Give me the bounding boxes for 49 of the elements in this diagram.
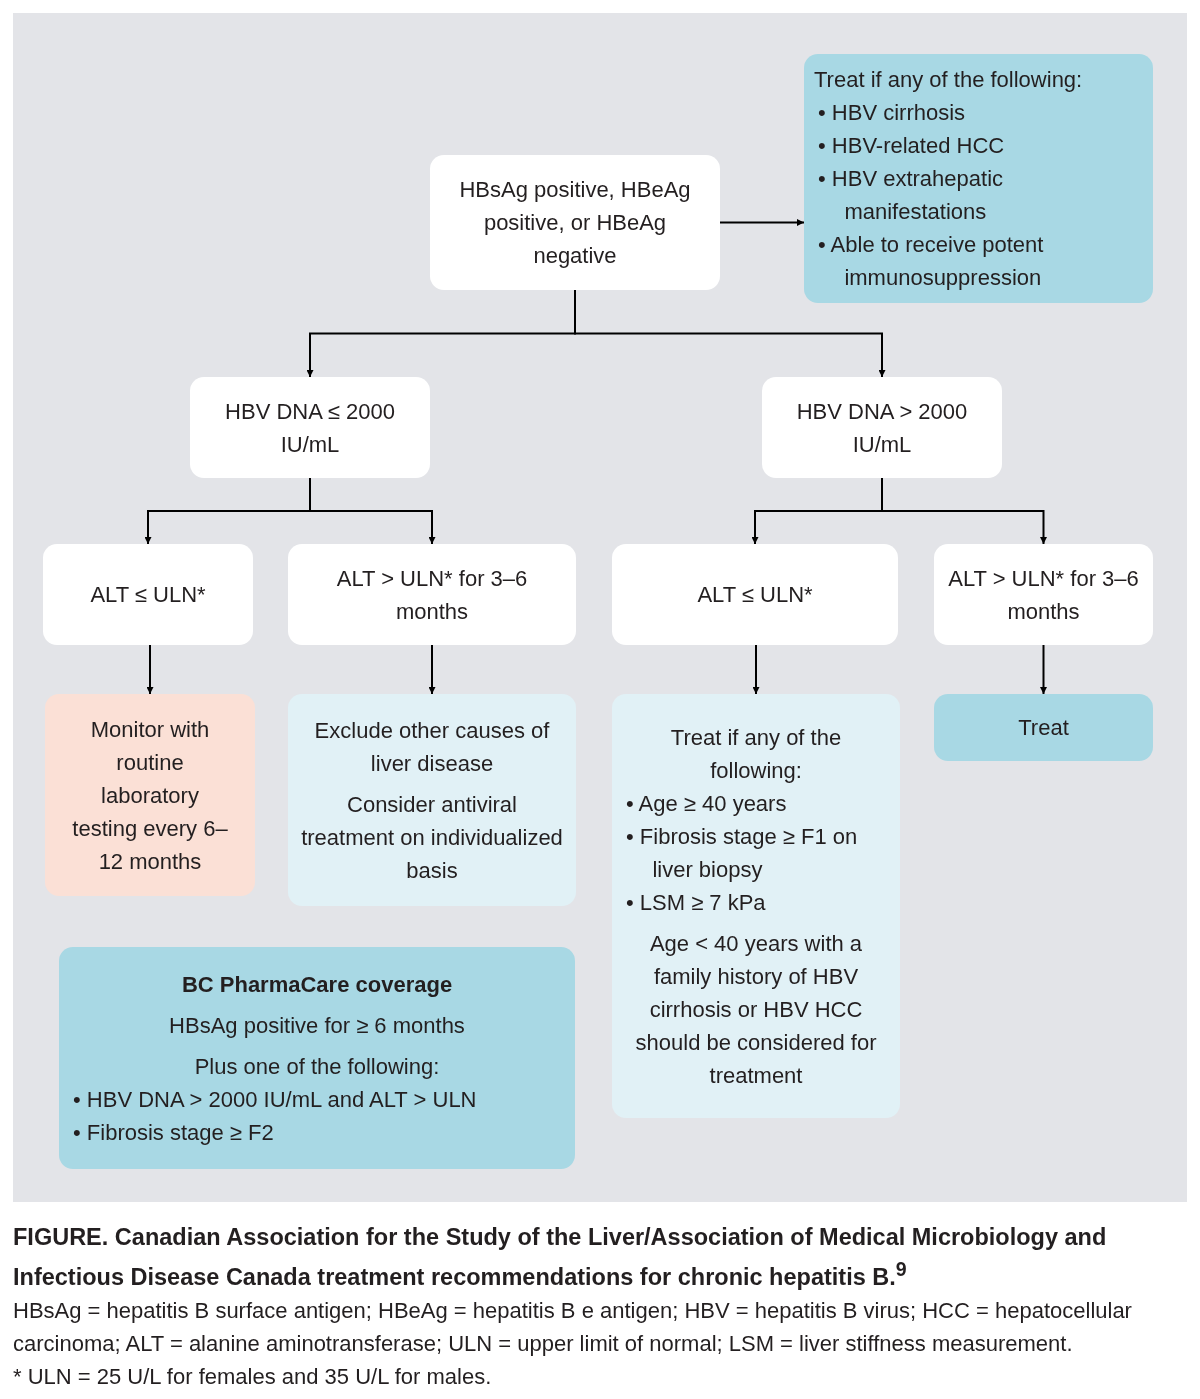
box-text: HBsAg positive, HBeAg positive, or HBeAg negative xyxy=(458,176,692,270)
recommendation-box xyxy=(804,54,1153,303)
box-text: ALT > ULN* for 3–6 months xyxy=(947,564,1140,626)
arrow xyxy=(146,644,154,695)
decision-box xyxy=(288,544,576,645)
recommendation-box xyxy=(612,694,900,1118)
box-text: HBsAg positive for ≥ 6 months xyxy=(168,1011,466,1040)
box-text: HBV DNA ≤ 2000 IU/mL xyxy=(224,397,396,459)
bullet-item: • HBV cirrhosis xyxy=(818,99,967,127)
arrow xyxy=(719,219,805,226)
bullet-item: • Fibrosis stage ≥ F2 xyxy=(73,1118,275,1147)
box-text: Monitor with routine laboratory testing every 6–12 months xyxy=(71,715,229,876)
footnote: * ULN = 25 U/L for females and 35 U/L for males. xyxy=(13,1363,492,1391)
recommendation-box xyxy=(45,694,255,896)
decision-box xyxy=(43,544,253,645)
bullet-item: • HBV DNA > 2000 IU/mL and ALT > ULN xyxy=(73,1085,478,1114)
box-text: ALT > ULN* for 3–6 months xyxy=(335,564,529,626)
box-text: Consider antiviral treatment on individualized basis xyxy=(300,790,564,885)
box-text: Plus one of the following: xyxy=(193,1052,441,1081)
bullet-item: • Able to receive potent immunosuppression xyxy=(818,231,1045,292)
bullet-item: • Age ≥ 40 years xyxy=(626,789,788,818)
arrow xyxy=(428,644,436,695)
recommendation-box xyxy=(934,694,1153,761)
decision-box xyxy=(430,155,720,290)
bullet-item: • LSM ≥ 7 kPa xyxy=(626,888,767,917)
recommendation-box xyxy=(59,947,575,1169)
box-text: Treat xyxy=(1017,714,1070,742)
figure-caption: HBsAg = hepatitis B surface antigen; HBeAg = hepatitis B e antigen; HBV = hepatitis B virus; HCC = hepatocellular carcinoma; ALT = alanine aminotransferase; ULN = upper limit of normal; LSM = liver stiffness measurement. xyxy=(13,1297,1133,1358)
box-text: ALT ≤ ULN* xyxy=(696,581,814,609)
arrow xyxy=(881,477,1047,545)
arrow xyxy=(1040,644,1047,695)
box-text: Treat if any of the following: xyxy=(814,66,1084,94)
box-text: Treat if any of the following: xyxy=(669,723,843,785)
decision-box xyxy=(612,544,898,645)
bullet-item: • HBV extrahepatic manifestations xyxy=(818,165,1004,226)
arrow xyxy=(752,644,760,695)
box-text: HBV DNA > 2000 IU/mL xyxy=(795,397,969,459)
bullet-item: • Fibrosis stage ≥ F1 on liver biopsy xyxy=(626,822,859,884)
decision-box xyxy=(762,377,1002,478)
box-text: ALT ≤ ULN* xyxy=(89,581,207,609)
decision-box xyxy=(190,377,430,478)
decision-box xyxy=(934,544,1153,645)
box-text: Exclude other causes of liver disease xyxy=(313,716,551,778)
arrow xyxy=(309,477,436,545)
recommendation-box xyxy=(288,694,576,906)
box-text: Age < 40 years with a family history of HBV cirrhosis or HBV HCC should be considered for treatment xyxy=(634,929,878,1090)
box-heading: BC PharmaCare coverage xyxy=(180,970,454,999)
bullet-item: • HBV-related HCC xyxy=(818,132,1006,160)
figure-title: FIGURE. Canadian Association for the Study of the Liver/Association of Medical Microbiology and Infectious Disease Canada treatment recommendations for chronic hepatitis B.$^{9}$ xyxy=(13,1223,1108,1293)
